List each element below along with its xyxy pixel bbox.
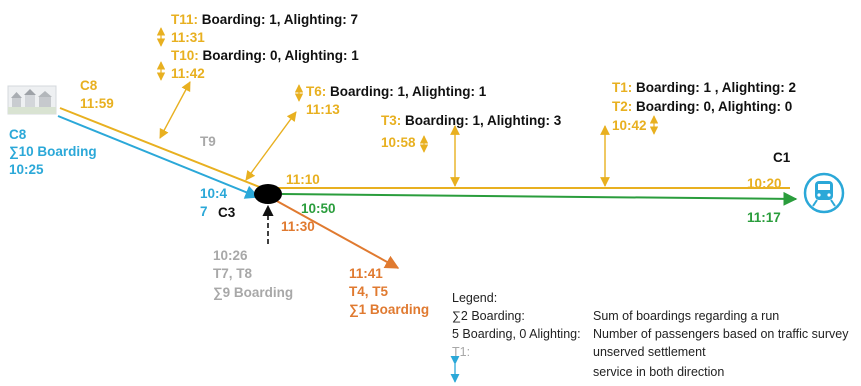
c1-green-time: 11:17 — [747, 210, 781, 225]
legend-title: Legend: — [452, 291, 498, 305]
t4t5-time: 11:41 — [349, 266, 383, 281]
t1-stop-label: T1: Boarding: 1 , Alighting: 2 — [612, 80, 796, 96]
legend-desc-unserved: unserved settlement — [593, 345, 706, 359]
c8-blue-name: C8 — [9, 127, 27, 142]
t6-stop-label: T6: Boarding: 1, Alighting: 1 — [306, 84, 486, 100]
t3-stop-label: T3: Boarding: 1, Alighting: 3 — [381, 113, 561, 129]
legend-desc-sum-boarding: Sum of boardings regarding a run — [593, 309, 780, 323]
t6-counts: Boarding: 1, Alighting: 1 — [326, 84, 487, 99]
t1-counts: Boarding: 1 , Alighting: 2 — [632, 80, 796, 95]
t1-code: T1: — [612, 80, 633, 95]
t10-pointer-arrow — [159, 81, 191, 139]
t6-pointer-arrow — [245, 111, 297, 181]
c3-blue-time-a: 10:4 — [200, 186, 228, 201]
legend-desc-both-direction: service in both direction — [593, 365, 725, 379]
green-route-line — [281, 191, 798, 206]
legend-key-sum-boarding: ∑2 Boarding: — [452, 309, 525, 323]
t3-code: T3: — [381, 113, 402, 128]
t6-code: T6: — [306, 84, 327, 99]
c1-node-name: C1 — [773, 150, 791, 165]
t11-time: 11:31 — [171, 30, 205, 45]
south-codes: T7, T8 — [213, 266, 253, 281]
c3-yellow-time: 11:10 — [286, 172, 320, 187]
c1-yellow-time: 10:20 — [747, 176, 782, 191]
t10-time: 11:42 — [171, 66, 205, 81]
t4t5-codes: T4, T5 — [349, 284, 389, 299]
c8-blue-boarding: ∑10 Boarding — [9, 144, 97, 159]
south-time: 10:26 — [213, 248, 248, 263]
t6-time: 11:13 — [306, 102, 340, 117]
c3-green-time: 10:50 — [301, 201, 336, 216]
blue-route-line — [57, 115, 260, 199]
train-station-icon — [803, 172, 845, 214]
t10-counts: Boarding: 0, Alighting: 1 — [198, 48, 359, 63]
t11-code: T11: — [171, 12, 199, 27]
c3-node-name: C3 — [218, 205, 236, 220]
c8-blue-time: 10:25 — [9, 162, 44, 177]
legend-key-unserved: T1: — [452, 345, 471, 359]
c3-blue-time-b: 7 — [200, 204, 208, 219]
village-photo-icon — [7, 85, 57, 115]
hub-node — [254, 184, 282, 204]
legend-desc-counts: Number of passengers based on traffic su… — [593, 327, 849, 341]
c8-yellow-name: C8 — [80, 78, 98, 93]
t11-stop-label: T11: Boarding: 1, Alighting: 7 — [171, 12, 358, 28]
t10-code: T10: — [171, 48, 199, 63]
t4t5-boarding: ∑1 Boarding — [349, 302, 430, 317]
orange-route-line — [274, 199, 400, 269]
t9-stop-label: T9 — [200, 134, 216, 149]
t2-time: 10:42 — [612, 118, 647, 133]
t10-stop-label: T10: Boarding: 0, Alighting: 1 — [171, 48, 359, 64]
c8-yellow-time: 11:59 — [80, 96, 114, 111]
t2-counts: Boarding: 0, Alighting: 0 — [632, 99, 793, 114]
t2-stop-label: T2: Boarding: 0, Alighting: 0 — [612, 99, 792, 115]
c3-orange-time: 11:30 — [281, 219, 315, 234]
t11-counts: Boarding: 1, Alighting: 7 — [198, 12, 359, 27]
south-boarding: ∑9 Boarding — [213, 285, 294, 300]
legend-key-counts: 5 Boarding, 0 Alighting: — [452, 327, 581, 341]
t3-time: 10:58 — [381, 135, 416, 150]
t2-code: T2: — [612, 99, 633, 114]
t3-counts: Boarding: 1, Alighting: 3 — [401, 113, 562, 128]
